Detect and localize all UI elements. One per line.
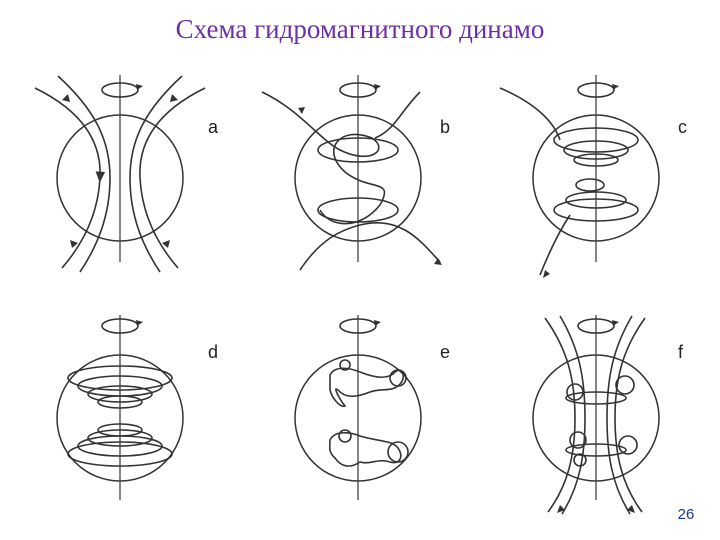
slide-title: Схема гидромагнитного динамо	[175, 14, 545, 44]
page-number: 26	[677, 506, 695, 523]
panel-label-e: e	[440, 342, 451, 362]
panel-b-diagram	[261, 75, 442, 271]
panel-d-diagram	[56, 315, 184, 500]
panel-label-b: b	[440, 117, 451, 137]
panel-label-d: d	[208, 342, 219, 362]
panel-label-a: a	[208, 117, 219, 137]
panel-a-diagram	[34, 75, 206, 273]
panel-label-c: c	[678, 117, 687, 137]
panel-label-f: f	[678, 342, 684, 362]
panel-f-diagram	[532, 315, 660, 515]
panel-e-diagram	[294, 315, 422, 500]
panel-c-diagram	[499, 75, 660, 278]
